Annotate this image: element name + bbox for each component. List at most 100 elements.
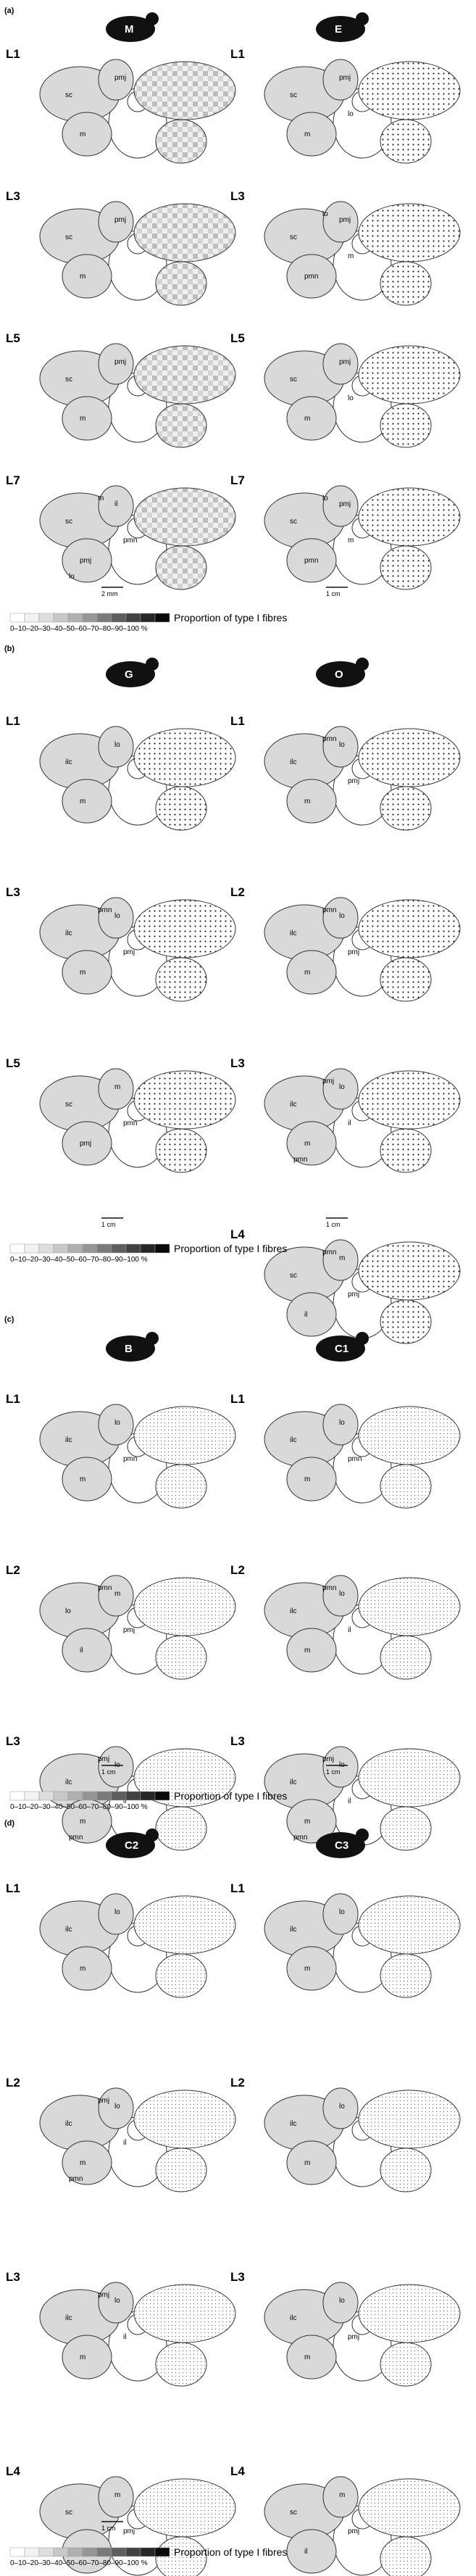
fibre-type-region (155, 1806, 207, 1851)
muscle-abbr: pmj (322, 1755, 334, 1763)
legend-swatch (24, 2547, 40, 2557)
muscle-abbr: sc (290, 91, 297, 99)
muscle-abbr: pmn (304, 557, 318, 565)
muscle-abbr: m (304, 1647, 310, 1654)
level-label: L3 (230, 189, 245, 203)
muscle-block (322, 485, 359, 527)
animal-silhouette: O (316, 658, 369, 687)
fibre-type-region (155, 1953, 207, 1998)
legend-swatch (82, 1243, 98, 1254)
muscle-abbr: lo (339, 741, 345, 749)
animal-label: C1 (335, 1343, 348, 1355)
animal-body (316, 1832, 365, 1858)
muscle-block (286, 950, 337, 995)
fibre-type-region (380, 2536, 432, 2576)
muscle-block (322, 1575, 359, 1617)
muscle-block (98, 1575, 134, 1617)
fibre-type-region (380, 957, 432, 1002)
muscle-block (286, 1292, 337, 1337)
fibre-type-region (358, 1577, 461, 1636)
muscle-abbr: pmj (348, 948, 359, 956)
muscle-abbr: pmj (339, 74, 351, 82)
muscle-abbr: pmj (98, 2291, 109, 2299)
muscle-abbr: m (339, 2491, 345, 2499)
muscle-abbr: sc (65, 91, 72, 99)
muscle-abbr: pmj (339, 500, 351, 508)
legend-swatch (82, 2547, 98, 2557)
legend-swatch (96, 1791, 112, 1801)
muscle-block (62, 950, 112, 995)
muscle-abbr: m (80, 131, 85, 138)
muscle-block (62, 1628, 112, 1673)
muscle-abbr: pmj (80, 1140, 91, 1148)
scale-label: 1 cm (101, 1221, 116, 1228)
muscle-abbr: lo (339, 912, 345, 920)
legend-swatch (154, 1791, 170, 1801)
muscle-abbr: pmn (69, 1834, 83, 1842)
muscle-abbr: pmn (322, 1248, 336, 1256)
animal-label: B (125, 1343, 133, 1355)
fibre-type-region (358, 487, 461, 547)
muscle-abbr: pmn (293, 1156, 307, 1164)
muscle-abbr: lo (339, 1083, 345, 1091)
animal-silhouette: E (316, 12, 369, 42)
muscle-abbr: pmj (80, 557, 91, 565)
legend-title: Proportion of type I fibres (174, 612, 287, 624)
muscle-abbr: m (80, 273, 85, 281)
muscle-abbr: il (114, 500, 117, 508)
muscle-block (286, 396, 337, 441)
fibre-type-region (358, 1406, 461, 1465)
muscle-block (322, 1068, 359, 1110)
muscle-abbr: il (348, 1626, 351, 1634)
muscle-abbr: sc (290, 2509, 297, 2517)
muscle-abbr: sc (65, 376, 72, 384)
muscle-block (98, 1746, 134, 1788)
fibre-type-region (155, 2342, 207, 2387)
muscle-block (98, 2282, 134, 2324)
muscle-block (98, 201, 134, 243)
scale-label: 2 mm (101, 590, 118, 597)
muscle-block (286, 1628, 337, 1673)
fibre-type-region (380, 1299, 432, 1344)
muscle-abbr: pmn (348, 1455, 362, 1463)
muscle-block (98, 2476, 134, 2518)
legend-swatch (53, 1243, 69, 1254)
legend-swatch (67, 1243, 83, 1254)
fibre-type-region (358, 203, 461, 262)
muscle-abbr: il (348, 1119, 351, 1127)
muscle-block (286, 2140, 337, 2185)
muscle-block (98, 485, 134, 527)
fibre-type-region (380, 119, 432, 164)
level-label: L4 (230, 1227, 245, 1241)
fibre-type-region (358, 899, 461, 958)
muscle-block (286, 1946, 337, 1991)
muscle-abbr: il (123, 2333, 126, 2341)
scale-label: 1 cm (101, 2525, 116, 2532)
muscle-block (322, 201, 359, 243)
legend: Proportion of type I fibres0–10–20–30–40… (9, 612, 287, 633)
muscle-abbr: ilc (290, 1926, 296, 1934)
muscle-abbr: lo (348, 110, 354, 118)
fibre-type-region (380, 1464, 432, 1509)
legend-swatch (38, 1791, 54, 1801)
legend-swatch (82, 613, 98, 623)
legend-scale: 0–10–20–30–40–50–60–70–80–90–100 % (10, 1803, 148, 1811)
muscle-abbr: m (304, 1818, 310, 1826)
level-label: L5 (6, 331, 20, 345)
muscle-block (98, 2087, 134, 2129)
muscle-abbr: m (80, 969, 85, 977)
fibre-type-region (155, 119, 207, 164)
legend-swatch (111, 2547, 127, 2557)
animal-body (316, 661, 365, 687)
legend-swatch (125, 613, 141, 623)
fibre-type-region (155, 957, 207, 1002)
fibre-type-region (358, 2090, 461, 2149)
fibre-type-region (133, 203, 236, 262)
muscle-abbr: pmn (304, 273, 318, 281)
legend-swatch (111, 1243, 127, 1254)
muscle-abbr: pmj (114, 74, 126, 82)
legend-swatch (38, 2547, 54, 2557)
muscle-abbr: lo (348, 394, 354, 402)
muscle-block (98, 1893, 134, 1935)
animal-head (146, 658, 159, 671)
